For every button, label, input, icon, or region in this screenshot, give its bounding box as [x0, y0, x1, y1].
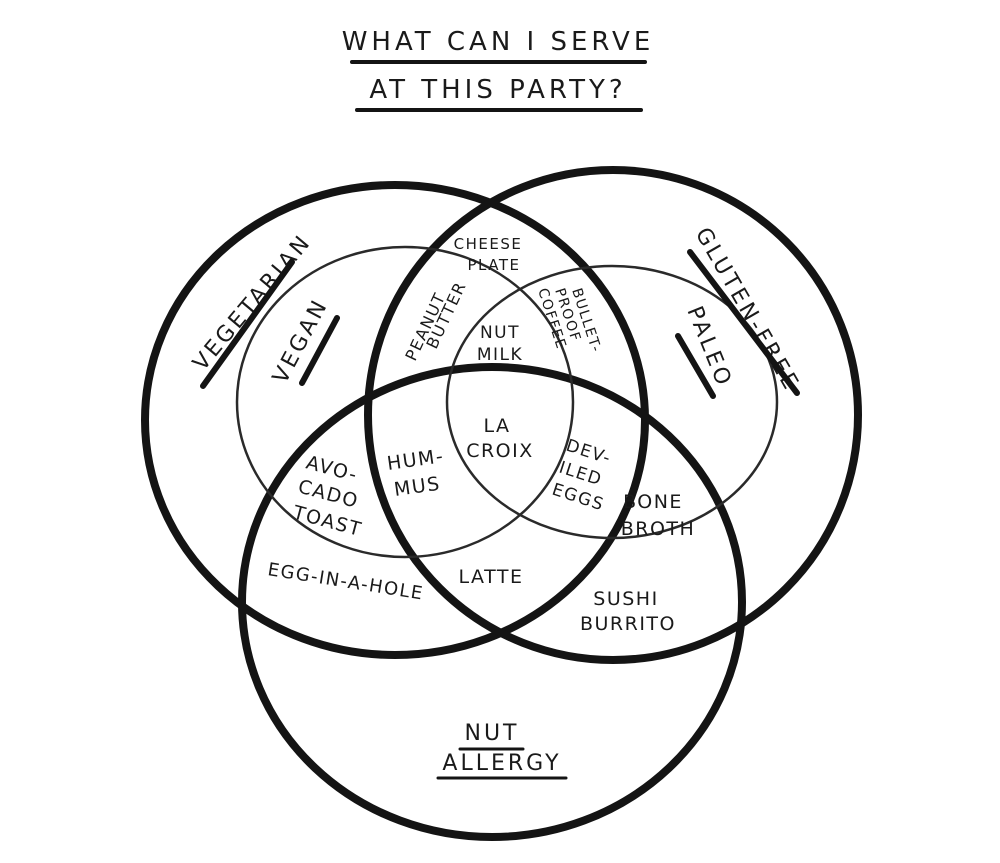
vegetarian-underline — [200, 259, 295, 389]
paleo-circle — [445, 264, 779, 540]
paleo-underline — [675, 333, 716, 399]
paleo-label: PALEO — [681, 303, 736, 392]
cheese-plate-label: CHEESE PLATE — [454, 235, 523, 274]
egg-in-a-hole-label: EGG-IN-A-HOLE — [266, 559, 425, 604]
item-labels: CHEESE PLATE PEANUT BUTTER NUT MILK BULL… — [266, 235, 696, 635]
circles — [141, 166, 862, 841]
nut-allergy-label-line-2: ALLERGY — [442, 751, 561, 776]
sushi-burrito-label: SUSHI BURRITO — [580, 588, 676, 635]
la-croix-label: LA CROIX — [466, 415, 534, 462]
svg-text:EGG-IN-A-HOLE: EGG-IN-A-HOLE — [266, 559, 425, 604]
gluten-free-underline — [687, 249, 800, 396]
nut-allergy-circle — [238, 363, 746, 841]
svg-text:HUM-: HUM- — [386, 445, 446, 475]
svg-text:MILK: MILK — [477, 345, 523, 365]
latte-label: LATTE — [459, 566, 524, 588]
bone-broth-label: BONE BROTH — [621, 491, 696, 540]
vegan-circle — [235, 245, 575, 559]
nut-milk-label: NUT MILK — [477, 323, 523, 365]
bulletproof-coffee-label: BULLET- PROOF COFFEE — [534, 286, 604, 355]
vegan-underline — [299, 315, 340, 386]
hummus-label: HUM- MUS — [386, 445, 446, 501]
svg-text:MUS: MUS — [393, 473, 442, 501]
gluten-free-circle — [364, 166, 862, 664]
title: WHAT CAN I SERVE AT THIS PARTY? — [342, 27, 655, 112]
svg-text:PLATE: PLATE — [468, 256, 521, 274]
svg-text:CHEESE: CHEESE — [454, 235, 523, 253]
svg-text:NUT: NUT — [480, 323, 520, 343]
svg-text:BONE: BONE — [623, 491, 683, 513]
svg-text:SUSHI: SUSHI — [593, 588, 658, 610]
svg-text:LATTE: LATTE — [459, 566, 524, 588]
svg-text:BROTH: BROTH — [621, 518, 696, 540]
avocado-toast-label: AVO- CADO TOAST — [290, 452, 365, 541]
title-line-2: AT THIS PARTY? — [369, 75, 626, 105]
svg-text:LA: LA — [483, 415, 510, 437]
nut-allergy-label-line-1: NUT — [465, 721, 520, 746]
svg-text:CROIX: CROIX — [466, 440, 534, 462]
title-line-1: WHAT CAN I SERVE — [342, 27, 655, 57]
svg-text:BURRITO: BURRITO — [580, 613, 676, 635]
deviled-eggs-label: DEV- ILED EGGS — [549, 436, 614, 516]
